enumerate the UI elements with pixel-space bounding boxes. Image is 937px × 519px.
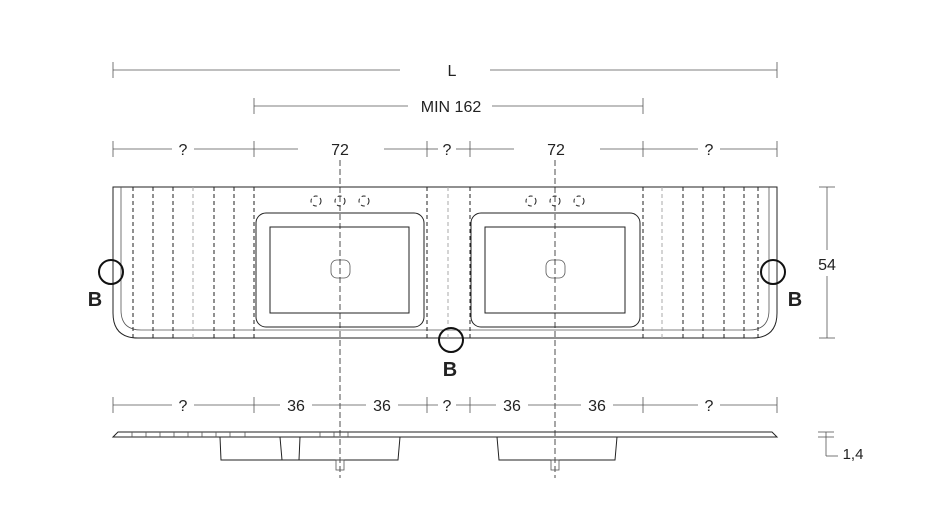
- bottom-dim-3: ?: [443, 398, 452, 415]
- drain-icon: [545, 259, 566, 279]
- bottom-dim-4: 36: [503, 398, 521, 415]
- length-label: L: [448, 63, 457, 80]
- sink-right: [470, 195, 641, 328]
- top-dim-3: 72: [547, 142, 565, 159]
- top-dim-0: ?: [179, 142, 188, 159]
- drain-icon: [330, 259, 351, 279]
- marker-label: B: [443, 359, 457, 381]
- dimension-depth: 54: [818, 186, 836, 339]
- bottom-dim-0: ?: [179, 398, 188, 415]
- bottom-dim-5: 36: [588, 398, 606, 415]
- bottom-dim-1: 36: [287, 398, 305, 415]
- side-view: [111, 431, 779, 471]
- detail-marker-right: B: [760, 259, 802, 311]
- min-span-label: MIN 162: [421, 99, 482, 116]
- marker-label: B: [788, 289, 802, 311]
- detail-marker-left: B: [88, 259, 124, 311]
- faucet-hole-icon: [573, 195, 585, 207]
- dimension-thickness: 1,4: [818, 431, 864, 463]
- thickness-label: 1,4: [843, 446, 864, 463]
- dimension-bottom-row: ? 36 36 ? 36 36 ?: [112, 397, 778, 415]
- faucet-hole-icon: [358, 195, 370, 207]
- dimension-top-row: ? 72 ? 72 ?: [112, 141, 778, 159]
- bottom-dim-2: 36: [373, 398, 391, 415]
- top-dim-4: ?: [705, 142, 714, 159]
- plan-view: [112, 160, 778, 478]
- detail-marker-center: B: [438, 327, 464, 381]
- bottom-dim-6: ?: [705, 398, 714, 415]
- faucet-hole-icon: [525, 195, 537, 207]
- dimension-min-span: MIN 162: [253, 98, 644, 116]
- top-dim-2: ?: [443, 142, 452, 159]
- depth-label: 54: [818, 257, 836, 274]
- marker-label: B: [88, 289, 102, 311]
- dimension-total-length: L: [112, 62, 778, 80]
- top-dim-1: 72: [331, 142, 349, 159]
- faucet-hole-icon: [310, 195, 322, 207]
